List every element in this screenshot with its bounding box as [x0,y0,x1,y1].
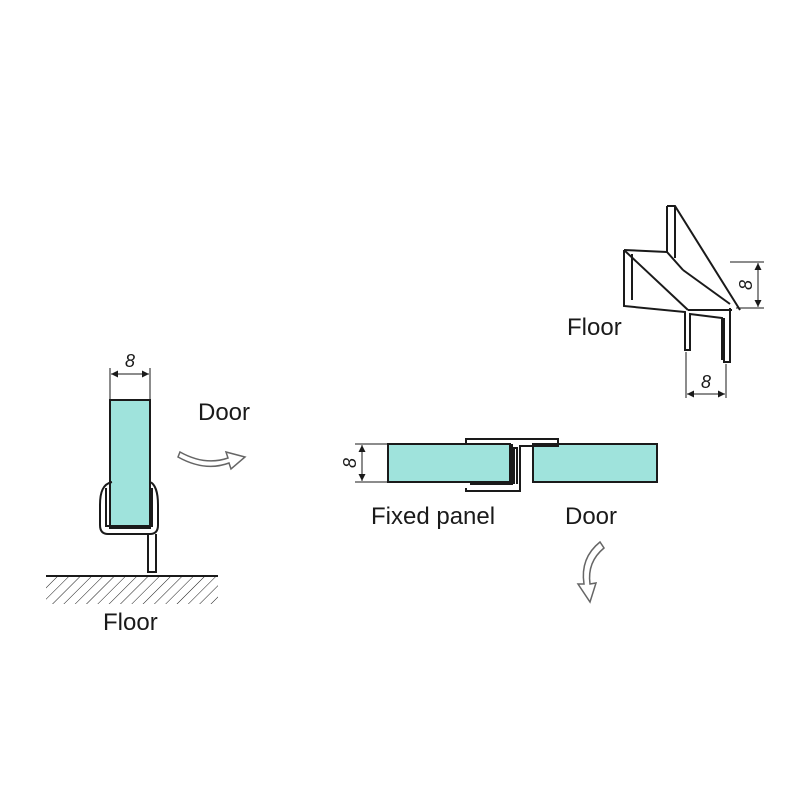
middle-door-label: Door [565,503,617,530]
left-floor-label: Floor [103,609,158,636]
left-glass-panel [109,399,151,529]
middle-thickness-dimension: 8 [340,443,388,483]
left-dimension-label: 8 [125,351,135,371]
seal-3d-profile: 8 8 Floor [567,205,764,398]
profile-floor-label: Floor [567,314,622,341]
profile-height-label: 8 [736,280,756,290]
fixed-panel-label: Fixed panel [371,503,495,530]
left-door-swing-arrow-icon [177,450,247,471]
profile-width-label: 8 [701,372,711,392]
profile-width-dimension: 8 [685,352,727,398]
fixed-panel-glass [387,443,511,483]
left-section-view: 8 Door Floor [46,351,250,636]
left-width-dimension: 8 [109,351,151,400]
profile-height-dimension: 8 [730,261,764,309]
middle-seal-profile [465,438,559,492]
middle-door-swing-arrow-icon [576,540,605,604]
left-door-label: Door [198,399,250,426]
middle-dimension-label: 8 [340,458,360,468]
door-glass [532,443,658,483]
middle-plan-view: 8 Fixed panel Door [340,438,658,604]
left-floor [46,575,218,604]
left-seal-profile [99,481,159,573]
